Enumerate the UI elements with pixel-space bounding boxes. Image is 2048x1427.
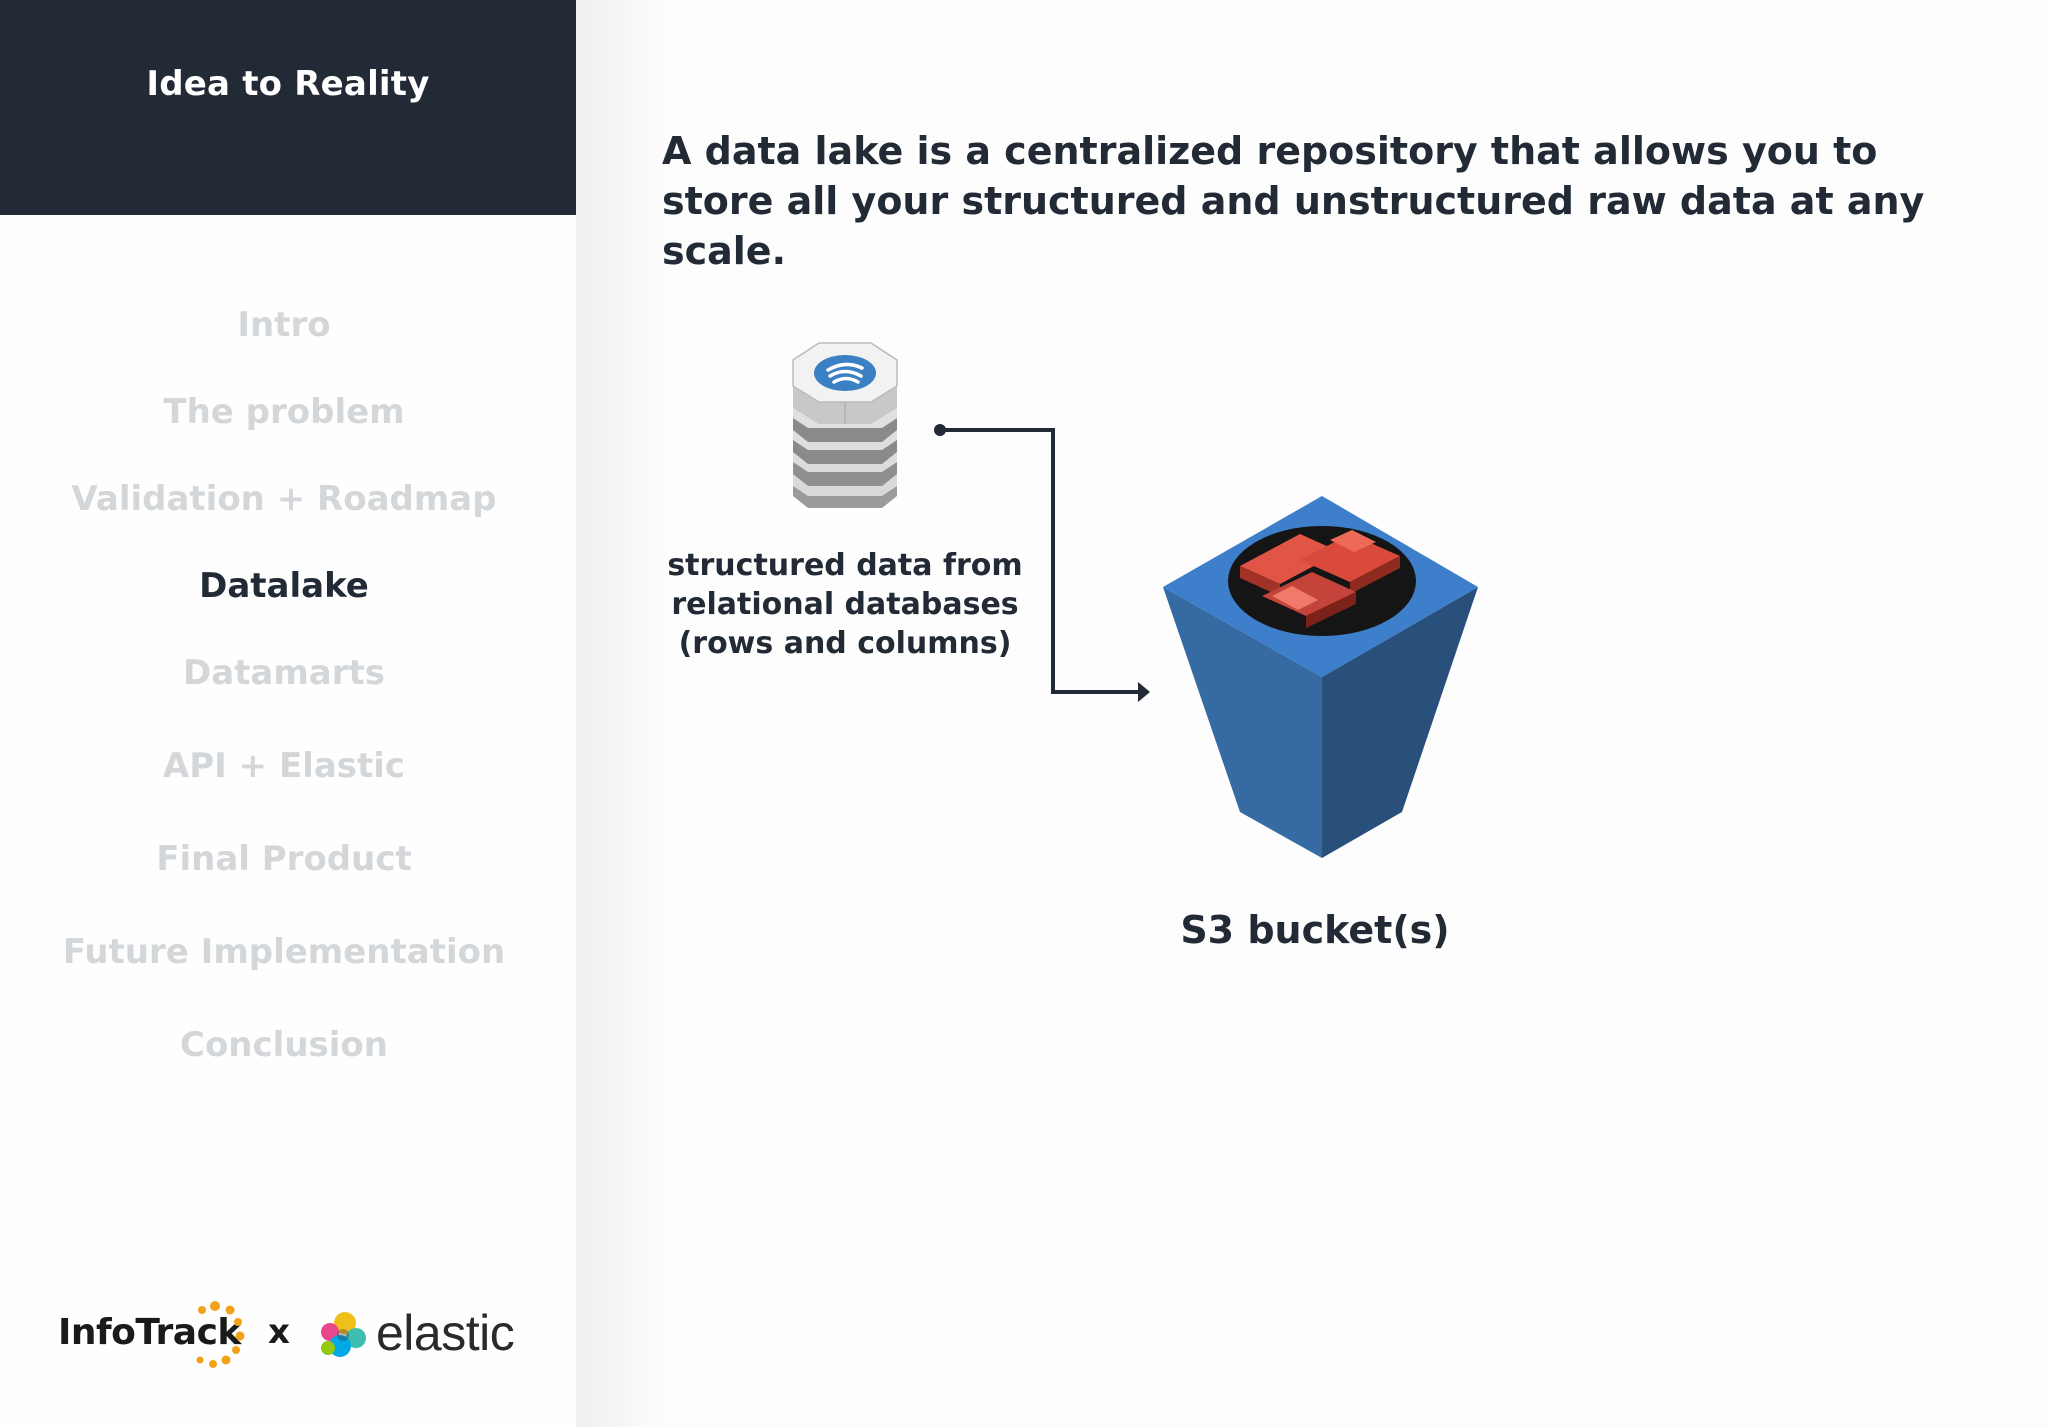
logo-separator: x bbox=[268, 1312, 290, 1352]
presentation-title: Idea to Reality bbox=[146, 63, 430, 104]
sidebar: Idea to Reality Intro The problem Valida… bbox=[0, 0, 576, 1427]
database-stack-icon bbox=[792, 342, 898, 508]
sidebar-shadow bbox=[576, 0, 666, 1427]
elastic-logo-icon bbox=[321, 1312, 366, 1357]
nav-item-final-product[interactable]: Final Product bbox=[156, 839, 412, 879]
nav-item-future-implementation[interactable]: Future Implementation bbox=[62, 932, 506, 972]
infotrack-logo-text: InfoTrack bbox=[58, 1312, 241, 1353]
source-data-caption: structured data from relational database… bbox=[667, 548, 1023, 661]
s3-bucket-icon bbox=[1163, 496, 1478, 858]
elastic-logo-text: elastic bbox=[376, 1305, 515, 1361]
sidebar-header: Idea to Reality bbox=[0, 0, 576, 215]
nav-item-datamarts[interactable]: Datamarts bbox=[183, 653, 385, 693]
s3-bucket-caption: S3 bucket(s) bbox=[1180, 908, 1450, 952]
nav-item-datalake[interactable]: Datalake bbox=[199, 566, 369, 606]
infotrack-logo-icon bbox=[196, 1301, 245, 1368]
partner-logos: InfoTrack x elastic bbox=[56, 1300, 526, 1380]
nav-item-intro[interactable]: Intro bbox=[237, 305, 331, 345]
nav-item-api-elastic[interactable]: API + Elastic bbox=[162, 746, 406, 786]
nav-item-the-problem[interactable]: The problem bbox=[163, 392, 405, 432]
nav-item-validation-roadmap[interactable]: Validation + Roadmap bbox=[71, 479, 497, 519]
slide-headline: A data lake is a centralized repository … bbox=[662, 129, 1925, 273]
nav-item-conclusion[interactable]: Conclusion bbox=[180, 1025, 388, 1065]
